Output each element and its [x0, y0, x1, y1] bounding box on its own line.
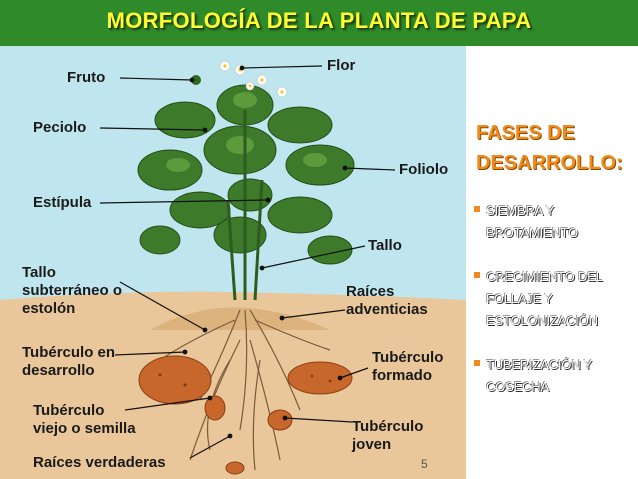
label-raices-adventicias: Raíces adventicias: [346, 283, 428, 318]
leader-lines: [99, 65, 396, 459]
page-number: 5: [421, 457, 428, 471]
phases-list: SIEMBRA Y BROTAMIENTO CRECIMIENTO DEL FO…: [474, 200, 636, 420]
leaf-highlights: [166, 92, 327, 172]
list-item: TUBERIZACIÓN Y COSECHA: [474, 354, 636, 398]
list-item: SIEMBRA Y BROTAMIENTO: [474, 200, 636, 244]
label-tallo-subterraneo: Tallo subterráneo o estolón: [22, 264, 123, 317]
label-estipula: Estípula: [33, 194, 92, 211]
label-foliolo: Foliolo: [399, 161, 449, 178]
fruit: [191, 75, 201, 85]
phase-text: CRECIMIENTO DEL FOLLAJE Y ESTOLONIZACIÓN: [486, 269, 603, 328]
tuber-eyes: [158, 373, 332, 387]
phase-text: TUBERIZACIÓN Y COSECHA: [486, 357, 593, 394]
label-fruto: Fruto: [67, 69, 106, 86]
square-bullet-icon: [474, 206, 480, 212]
page-title: MORFOLOGÍA DE LA PLANTA DE PAPA: [106, 8, 532, 33]
label-tallo: Tallo: [368, 237, 402, 254]
soil-background: [0, 291, 466, 479]
label-tuberculo-formado: Tubérculo formado: [372, 349, 444, 384]
title-bar: [0, 0, 638, 46]
square-bullet-icon: [474, 360, 480, 366]
square-bullet-icon: [474, 272, 480, 278]
roots: [159, 309, 331, 471]
phase-text: SIEMBRA Y BROTAMIENTO: [486, 203, 578, 240]
label-tuberculo-viejo: Tubérculo viejo o semilla: [33, 402, 136, 437]
label-peciolo: Peciolo: [33, 119, 87, 136]
leader-dots: [182, 65, 348, 439]
label-flor: Flor: [327, 57, 356, 74]
label-raices-verdaderas: Raíces verdaderas: [33, 454, 166, 471]
tubers: [138, 355, 353, 475]
label-tuberculo-joven: Tubérculo joven: [352, 418, 424, 453]
potato-plant-illustration: [0, 46, 466, 479]
phases-title: FASES DE DESARROLLO:: [476, 122, 623, 174]
list-item: CRECIMIENTO DEL FOLLAJE Y ESTOLONIZACIÓN: [474, 266, 636, 332]
label-tuberculo-desarrollo: Tubérculo en desarrollo: [22, 344, 116, 379]
